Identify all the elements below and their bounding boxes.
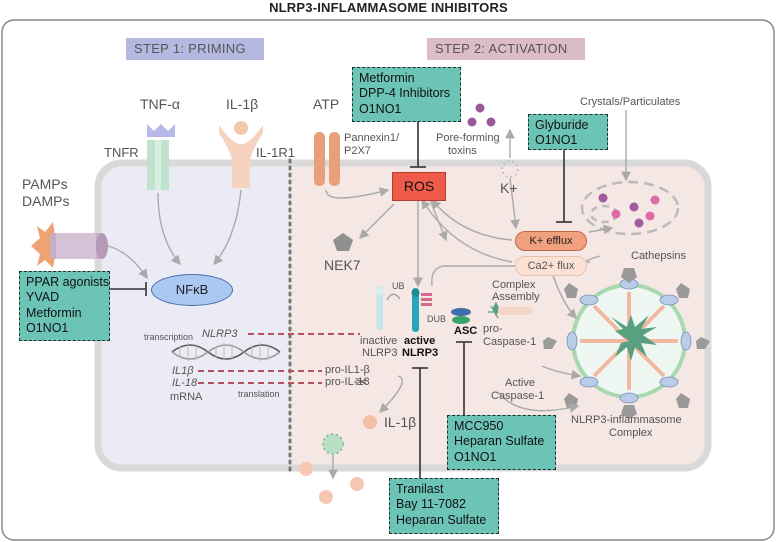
pore-forming-toxins [467,103,519,178]
tnfr-label: TNFR [104,145,139,160]
tnfa-label: TNF-α [140,96,180,112]
inhibitor-box-active-nlrp3: Tranilast Bay 11-7082 Heparan Sulfate [389,478,499,534]
pathway-arrows [107,110,631,480]
active-caspase-label-2: Caspase-1 [491,390,545,402]
pro-il1b-label: pro-IL1-β [325,364,370,376]
k-efflux-node: K+ efflux [515,231,587,251]
damps-label: DAMPs [22,193,70,209]
potassium-label: K+ [500,180,518,196]
complex-assembly-label-1: Complex [492,279,536,291]
inactive-nlrp3-label-1: inactive [360,335,398,347]
inhibitor-item: MCC950 [454,419,504,433]
inhibitor-item: Bay 11-7082 [396,497,466,512]
inhibitor-box-ros: Metformin DPP-4 Inhibitors O1NO1 [352,67,461,122]
ca-flux-node: Ca2+ flux [515,256,587,276]
inhibitor-item: Metformin [359,71,415,85]
ros-node: ROS [392,172,446,201]
inflammasome-label-2: Complex [609,427,653,439]
il18-mrna-label: IL-18 [172,377,198,389]
activation-header-bg [427,38,585,60]
toxins-label: toxins [448,145,477,157]
inhibitor-box-asc: MCC950 Heparan Sulfate O1NO1 [447,415,556,470]
nfkb-node: NFκB [151,274,233,306]
inhibitor-box-nfkb: PPAR agonists YVAD Metformin O1NO1 [19,271,110,341]
inhibitor-item: O1NO1 [454,449,497,464]
il1r1-receptor [219,121,263,188]
inflammasome-complex [543,268,710,419]
inhibitor-item: O1NO1 [359,101,402,116]
inhibitor-box-k-efflux: Glyburide O1NO1 [528,114,608,150]
step-priming-header: STEP 1: PRIMING [134,41,246,56]
translation-lines [198,333,360,384]
scissors-icon: ✂ [355,373,368,391]
nek7-label: NEK7 [324,257,361,273]
asc-label: ASC [454,325,478,337]
il1b-ligand-label: IL-1β [226,96,259,112]
transcription-label: transcription [144,332,194,342]
ub-label: UB [392,281,405,291]
p2x7-label: P2X7 [344,145,371,157]
procaspase-label-1: pro- [483,323,503,335]
pamps-label: PAMPs [22,176,68,192]
tlr-receptor [31,222,108,268]
nlrp3-proteins [375,286,532,332]
nlrp3-gene-label: NLRP3 [202,328,238,340]
il1r1-label: IL-1R1 [256,145,296,160]
nek7-shape [333,233,353,251]
procaspase-label-2: Caspase-1 [483,336,537,348]
inhibitor-item: Metformin [26,305,82,320]
inhibitor-item: DPP-4 Inhibitors [359,86,451,101]
active-nlrp3-label-1: active [404,335,436,347]
dub-label: DUB [427,314,447,324]
atp-label: ATP [313,96,340,112]
diagram-title: NLRP3-INFLAMMASOME INHIBITORS [269,0,508,15]
p2x7-channel [314,132,340,186]
translation-label: translation [238,389,280,399]
complex-assembly-label-2: Assembly [492,291,540,303]
inhibitor-item: O1NO1 [535,133,578,148]
inactive-nlrp3-label-2: NLRP3 [362,347,398,359]
inflammasome-label-1: NLRP3-inflammasome [571,414,682,426]
inhibitor-item: YVAD [26,290,60,305]
inhibitor-item: O1NO1 [26,320,69,335]
pore-forming-label: Pore-forming [436,132,500,144]
active-caspase-label-1: Active [505,377,535,389]
inhibitor-item: PPAR agonists [26,275,110,289]
inhibitor-item: Heparan Sulfate [454,434,545,449]
inhibitor-item: Glyburide [535,118,589,132]
cathepsins-label: Cathepsins [631,250,687,262]
mrna-label: mRNA [170,391,203,403]
inhibition-lines [108,122,572,478]
crystals-label: Crystals/Particulates [580,96,681,108]
pro-il18-label: pro-IL-18 [325,376,370,388]
active-nlrp3-label-2: NLRP3 [402,347,439,359]
inhibitor-item: Tranilast [396,482,444,496]
inhibitor-item: Heparan Sulfate [396,512,487,527]
pannexin-label: Pannexin1/ [344,132,400,144]
il1b-release: ✂ [299,373,377,504]
step-activation-header: STEP 2: ACTIVATION [435,41,568,56]
priming-header-bg [126,38,264,60]
lysosome [580,180,680,236]
tnfr-receptor [147,124,175,190]
il1b-mrna-label: IL1β [172,365,194,377]
dna-helix [171,343,281,361]
il1b-released-label: IL-1β [384,414,417,430]
